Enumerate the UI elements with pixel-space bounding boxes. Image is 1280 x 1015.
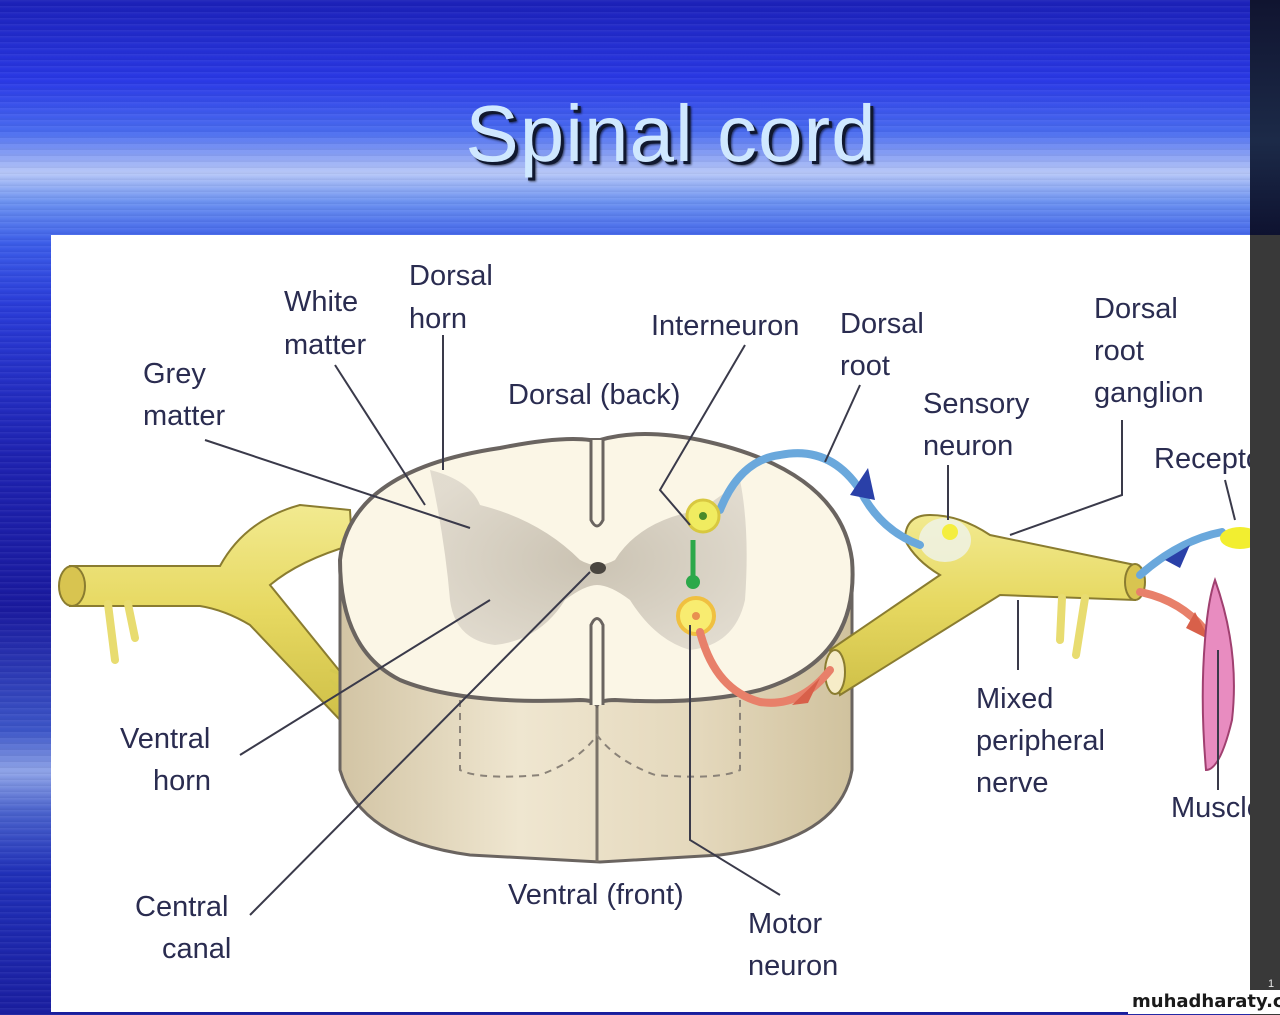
label-ventral-front: Ventral (front) xyxy=(508,879,684,911)
label-interneuron: Interneuron xyxy=(651,310,799,342)
sensory-neuron-cell-body xyxy=(919,518,971,562)
receptor xyxy=(1220,527,1250,549)
label-receptor: Receptor xyxy=(1154,443,1250,475)
central-canal xyxy=(590,562,606,574)
motor-arrow-head xyxy=(792,678,820,705)
label-muscle: Muscle xyxy=(1171,792,1250,824)
muscle-arrow-head xyxy=(1186,612,1210,640)
right-edge-overlay xyxy=(1250,235,1280,1015)
receptor-arrow-head xyxy=(1165,545,1190,568)
sensory-pathway xyxy=(716,449,1226,579)
ventral-median-fissure xyxy=(589,617,605,705)
grey-matter xyxy=(430,470,747,650)
grey-matter-hidden-outline xyxy=(459,700,741,778)
watermark: muhadharaty.com xyxy=(1128,990,1280,1014)
right-spinal-nerve xyxy=(824,513,1146,697)
sensory-arrow-head xyxy=(850,468,875,500)
slide-title: Spinal cord xyxy=(465,89,877,178)
slide-page-number: 1 xyxy=(1268,978,1275,990)
right-edge-strip-top xyxy=(1250,0,1280,235)
label-dorsal-back: Dorsal (back) xyxy=(508,379,680,411)
left-nerve-cut-end xyxy=(58,565,86,607)
dorsal-median-sulcus xyxy=(589,440,605,528)
leader-lines xyxy=(204,335,1236,916)
